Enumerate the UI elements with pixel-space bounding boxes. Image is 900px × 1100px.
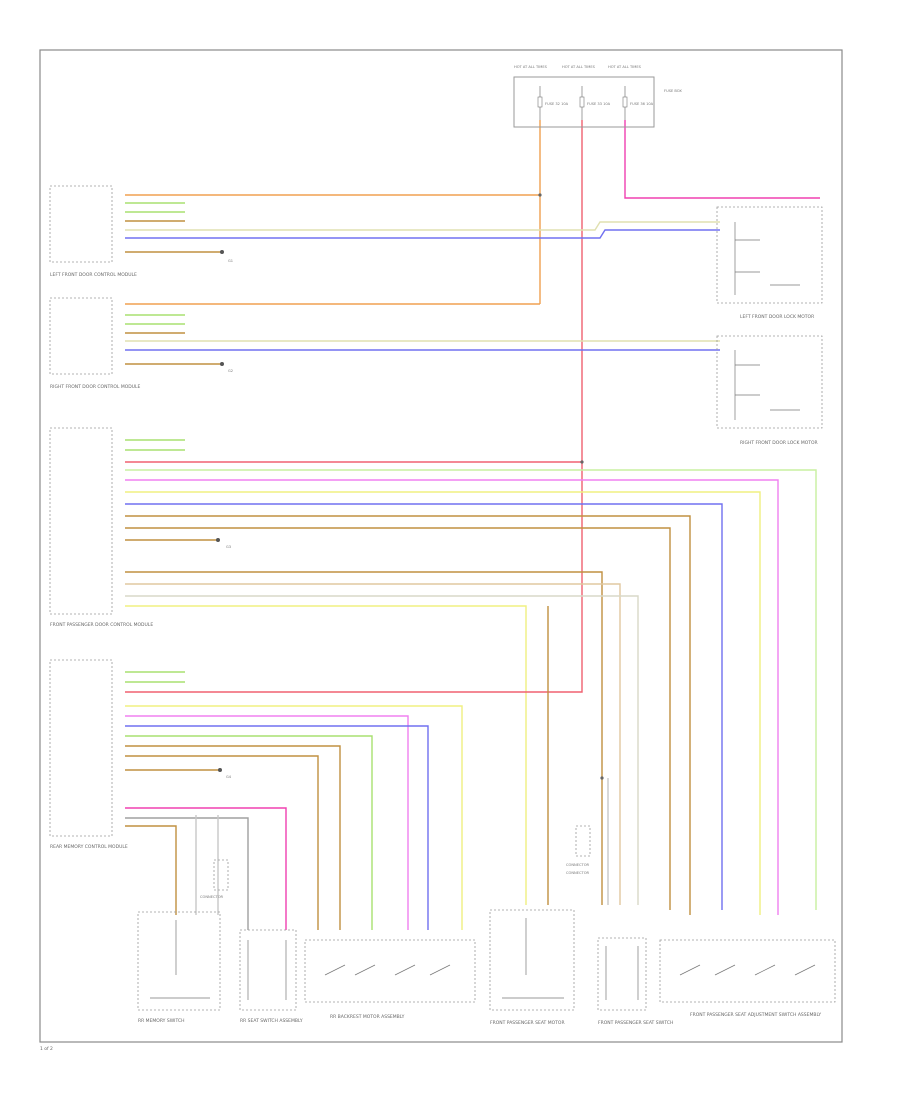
fuse-box-label: FUSE BOX bbox=[664, 89, 682, 93]
module-right-front-door: RIGHT FRONT DOOR CONTROL MODULE bbox=[49, 297, 141, 390]
splice-label-1: CONNECTOR bbox=[200, 895, 224, 899]
rr-backrest-label: RR BACKREST MOTOR ASSEMBLY bbox=[330, 1014, 405, 1020]
wire-m1-tan bbox=[125, 221, 720, 231]
wire-m4-brown3 bbox=[125, 825, 177, 915]
module-left-front-door: LEFT FRONT DOOR CONTROL MODULE bbox=[49, 185, 137, 278]
front-passenger-seat-motor: FRONT PASSENGER SEAT MOTOR bbox=[489, 909, 575, 1026]
fp-seat-adjust-label: FRONT PASSENGER SEAT ADJUSTMENT SWITCH A… bbox=[690, 1012, 821, 1018]
ground-label-2: G2 bbox=[228, 369, 233, 373]
rr-memory-switch: RR MEMORY SWITCH bbox=[137, 911, 221, 1024]
wire-m3-violet bbox=[125, 479, 779, 915]
splice-label-2: CONNECTOR bbox=[566, 863, 590, 867]
left-front-door-lock-motor: LEFT FRONT DOOR LOCK MOTOR bbox=[716, 206, 823, 320]
rf-door-lock-label: RIGHT FRONT DOOR LOCK MOTOR bbox=[740, 440, 818, 446]
ground-symbols: G1 G2 G3 G4 bbox=[216, 250, 233, 779]
front-passenger-seat-switch: FRONT PASSENGER SEAT SWITCH bbox=[597, 937, 673, 1026]
hot-label-3: HOT AT ALL TIMES bbox=[608, 65, 642, 69]
fp-seat-motor-label: FRONT PASSENGER SEAT MOTOR bbox=[490, 1020, 565, 1026]
wire-m4-red bbox=[125, 690, 583, 693]
page-number: 1 of 2 bbox=[40, 1046, 53, 1052]
wire-m4-violet bbox=[125, 715, 409, 930]
lf-door-lock-label: LEFT FRONT DOOR LOCK MOTOR bbox=[740, 314, 814, 320]
splice-labels: CONNECTOR CONNECTOR CONNECTOR bbox=[200, 825, 591, 899]
wire-m3-lightgreen bbox=[125, 469, 817, 910]
wire-m1-blue bbox=[125, 229, 720, 239]
wire-m3-blue bbox=[125, 503, 723, 910]
wire-m3-yellow bbox=[125, 491, 761, 915]
ground-label-3: G3 bbox=[226, 545, 231, 549]
ground-icon: G4 bbox=[218, 768, 232, 779]
rr-seat-switch-assembly: RR SEAT SWITCH ASSEMBLY bbox=[239, 929, 303, 1024]
wire-m4-blue bbox=[125, 725, 429, 930]
diagram-frame bbox=[39, 49, 843, 1043]
wire-fuse3-feed bbox=[624, 120, 820, 199]
fuse-box: HOT AT ALL TIMES HOT AT ALL TIMES HOT AT… bbox=[513, 65, 682, 128]
module-rear-memory-label: REAR MEMORY CONTROL MODULE bbox=[50, 844, 128, 850]
wire-m4-brown bbox=[125, 745, 341, 930]
wire-m4-brown2 bbox=[125, 755, 319, 930]
ground-icon: G2 bbox=[220, 362, 233, 373]
wire-m3-brown2 bbox=[125, 527, 671, 910]
hot-label-1: HOT AT ALL TIMES bbox=[514, 65, 548, 69]
ground-label-1: G1 bbox=[228, 259, 233, 263]
wire-m4-pink bbox=[125, 807, 287, 930]
module-right-front-door-label: RIGHT FRONT DOOR CONTROL MODULE bbox=[50, 384, 141, 390]
splice-label-3: CONNECTOR bbox=[566, 871, 590, 875]
fp-seat-switch-label: FRONT PASSENGER SEAT SWITCH bbox=[598, 1020, 673, 1026]
module-left-front-door-label: LEFT FRONT DOOR CONTROL MODULE bbox=[50, 272, 137, 278]
front-passenger-seat-adjustment-switch: FRONT PASSENGER SEAT ADJUSTMENT SWITCH A… bbox=[659, 939, 836, 1018]
hot-label-2: HOT AT ALL TIMES bbox=[562, 65, 596, 69]
fuse-label-1: FUSE 32 10A bbox=[545, 102, 569, 106]
rr-seat-switch-label: RR SEAT SWITCH ASSEMBLY bbox=[240, 1018, 303, 1024]
wire-layer bbox=[125, 120, 820, 930]
splice-dots bbox=[538, 193, 604, 780]
fuse-label-2: FUSE 33 10A bbox=[587, 102, 611, 106]
wire-m4-yellow bbox=[125, 705, 463, 930]
wire-m3-brown bbox=[125, 515, 691, 915]
wire-m3-brown3 bbox=[125, 571, 603, 905]
rr-backrest-motor-assembly: RR BACKREST MOTOR ASSEMBLY bbox=[304, 939, 476, 1020]
ground-icon: G1 bbox=[220, 250, 233, 263]
wire-m3-tan bbox=[125, 583, 621, 905]
wire-m1-orange bbox=[125, 194, 541, 304]
module-front-passenger-door: FRONT PASSENGER DOOR CONTROL MODULE bbox=[49, 427, 153, 628]
module-rear-memory: REAR MEMORY CONTROL MODULE bbox=[49, 659, 128, 850]
wire-m3-yellow2 bbox=[125, 605, 527, 905]
ground-icon: G3 bbox=[216, 538, 231, 549]
wire-m3-beige bbox=[125, 595, 639, 905]
wire-m4-green bbox=[125, 735, 373, 930]
module-front-passenger-door-label: FRONT PASSENGER DOOR CONTROL MODULE bbox=[50, 622, 153, 628]
fuse-label-3: FUSE 36 10A bbox=[630, 102, 654, 106]
wire-m4-grey bbox=[125, 817, 249, 930]
ground-label-4: G4 bbox=[226, 775, 232, 779]
right-front-door-lock-motor: RIGHT FRONT DOOR LOCK MOTOR bbox=[716, 335, 823, 446]
rr-memory-switch-label: RR MEMORY SWITCH bbox=[138, 1018, 185, 1024]
